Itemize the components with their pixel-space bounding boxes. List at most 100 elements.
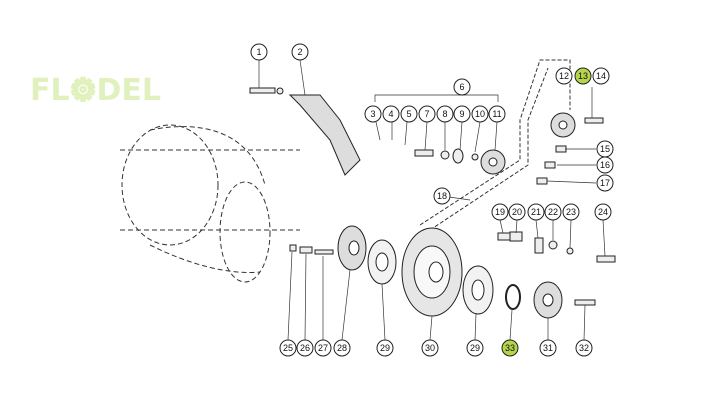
tensioner-sprocket-part <box>550 112 576 138</box>
callout-22: 22 <box>544 203 562 221</box>
callout-circle <box>539 339 557 357</box>
callout-6: 6 <box>453 78 471 96</box>
callout-label: 1 <box>256 47 261 57</box>
callout-9: 9 <box>453 105 471 123</box>
leader-lines <box>258 59 606 341</box>
callout-label: 5 <box>406 109 411 119</box>
callout-8: 8 <box>436 105 454 123</box>
callout-20: 20 <box>508 203 526 221</box>
callout-circle <box>400 105 418 123</box>
callout-circle <box>376 339 394 357</box>
engine-housing-outline <box>120 124 300 283</box>
callout-circle <box>592 67 610 85</box>
callout-label: 19 <box>495 207 505 217</box>
callout-12: 12 <box>555 67 573 85</box>
callout-label: 28 <box>337 343 347 353</box>
callout-circle <box>508 203 526 221</box>
chain-outline <box>419 59 571 231</box>
callout-circle <box>453 78 471 96</box>
callout-label: 7 <box>424 109 429 119</box>
callout-label: 20 <box>512 207 522 217</box>
callout-18: 18 <box>433 187 451 205</box>
callout-15: 15 <box>596 140 614 158</box>
callout-circle <box>594 203 612 221</box>
callout-label: 12 <box>559 71 569 81</box>
callout-label: 17 <box>600 178 610 188</box>
callout-circle <box>555 67 573 85</box>
callout-label: 2 <box>297 47 302 57</box>
callout-circle <box>544 203 562 221</box>
callout-circle <box>250 43 268 61</box>
callout-26: 26 <box>296 339 314 357</box>
callout-29b: 29 <box>466 339 484 357</box>
callout-label: 18 <box>437 191 447 201</box>
callout-label: 31 <box>543 343 553 353</box>
callout-label: 23 <box>566 207 576 217</box>
bolt-part <box>249 87 284 95</box>
callout-label: 14 <box>596 71 606 81</box>
pulley-part <box>337 225 367 271</box>
callout-label: 9 <box>459 109 464 119</box>
bracket-part <box>288 94 361 176</box>
callout-25: 25 <box>279 339 297 357</box>
callout-32: 32 <box>575 339 593 357</box>
callout-11: 11 <box>488 105 506 123</box>
callout-circle <box>279 339 297 357</box>
callout-circle <box>562 203 580 221</box>
small-parts <box>289 117 616 306</box>
callout-circle <box>436 105 454 123</box>
callout-19: 19 <box>491 203 509 221</box>
callout-circle <box>501 339 519 357</box>
callout-label: 21 <box>531 207 541 217</box>
callout-10: 10 <box>471 105 489 123</box>
callout-circle <box>575 339 593 357</box>
callout-23: 23 <box>562 203 580 221</box>
callout-17: 17 <box>596 174 614 192</box>
callout-circle <box>466 339 484 357</box>
callout-label: 33 <box>505 343 515 353</box>
callout-30: 30 <box>421 339 439 357</box>
callout-label: 27 <box>318 343 328 353</box>
callout-27: 27 <box>314 339 332 357</box>
callout-circle <box>453 105 471 123</box>
callout-label: 16 <box>600 160 610 170</box>
small-sprocket-part <box>480 149 506 175</box>
callout-1: 1 <box>250 43 268 61</box>
callout-circle <box>488 105 506 123</box>
callout-circle <box>418 105 436 123</box>
callout-33: 33 <box>501 339 519 357</box>
callout-16: 16 <box>596 156 614 174</box>
callout-circle <box>596 156 614 174</box>
callout-circle <box>314 339 332 357</box>
callout-label: 26 <box>300 343 310 353</box>
callout-28: 28 <box>333 339 351 357</box>
callout-label: 25 <box>283 343 293 353</box>
callout-circle <box>291 43 309 61</box>
callout-3: 3 <box>364 105 382 123</box>
callout-circle <box>596 174 614 192</box>
large-sprocket-part <box>401 227 463 317</box>
watermark-layer: FL⚙DEL <box>30 72 161 110</box>
callout-circle <box>574 67 592 85</box>
svg-text:FL⚙DEL: FL⚙DEL <box>30 73 161 108</box>
callout-2: 2 <box>291 43 309 61</box>
callout-24: 24 <box>594 203 612 221</box>
callout-label: 4 <box>388 109 393 119</box>
callout-31: 31 <box>539 339 557 357</box>
ring-part <box>505 284 521 310</box>
callout-circle <box>471 105 489 123</box>
friction-disk-right <box>462 265 494 315</box>
callout-circle <box>491 203 509 221</box>
hub-part <box>533 281 563 319</box>
callout-label: 32 <box>579 343 589 353</box>
callout-label: 8 <box>442 109 447 119</box>
callout-13: 13 <box>574 67 592 85</box>
callout-5: 5 <box>400 105 418 123</box>
callout-7: 7 <box>418 105 436 123</box>
callout-4: 4 <box>382 105 400 123</box>
callout-circle <box>296 339 314 357</box>
friction-disk-left <box>367 239 397 285</box>
callout-circle <box>433 187 451 205</box>
